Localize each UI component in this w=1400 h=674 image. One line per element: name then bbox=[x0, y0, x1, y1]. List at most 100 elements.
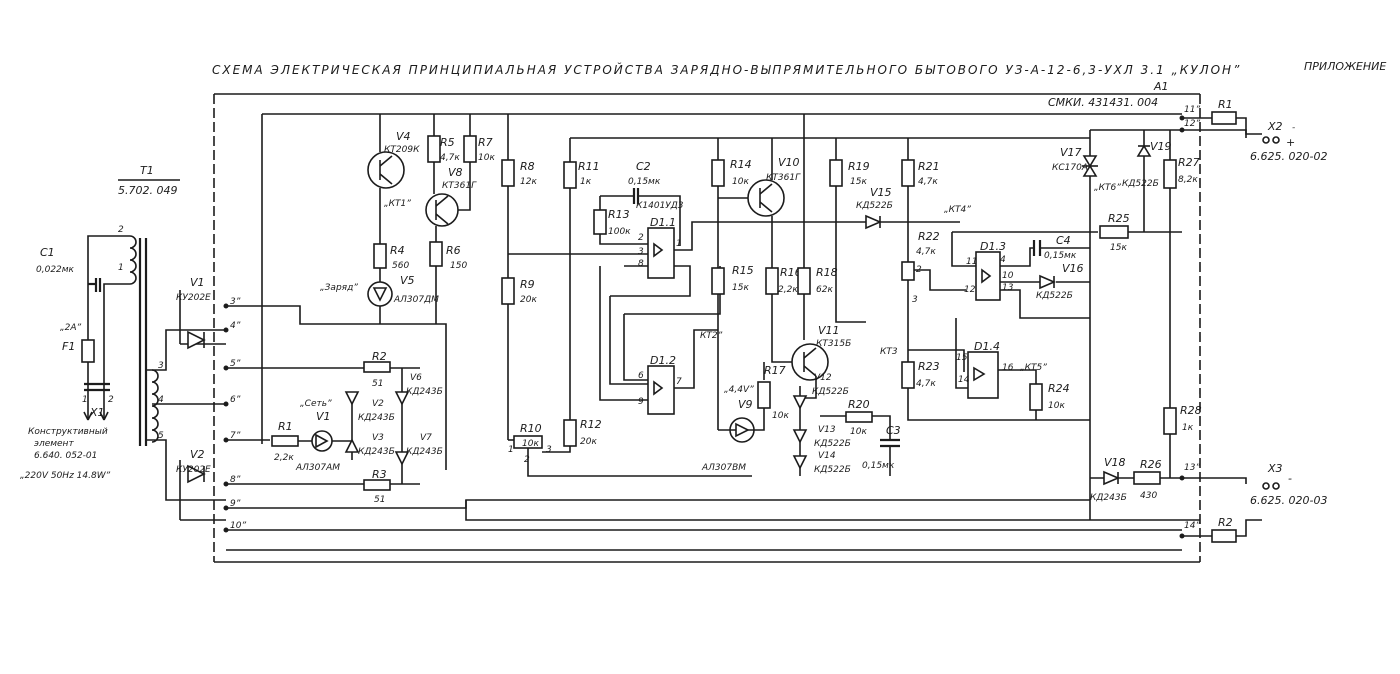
svg-text:10к: 10к bbox=[772, 411, 789, 421]
svg-text:9”: 9” bbox=[230, 499, 241, 509]
svg-text:62к: 62к bbox=[816, 285, 833, 295]
svg-text:R13: R13 bbox=[608, 208, 630, 221]
svg-text:„КТ5”: „КТ5” bbox=[1020, 363, 1047, 373]
svg-text:1к: 1к bbox=[1182, 423, 1194, 433]
svg-text:V13: V13 bbox=[818, 425, 836, 435]
svg-text:R2: R2 bbox=[372, 350, 387, 363]
svg-text:0,15мк: 0,15мк bbox=[628, 177, 661, 187]
transformer-t1: T1 5.702. 049 2 1 3 4 5 bbox=[118, 164, 180, 446]
svg-text:КД243Б: КД243Б bbox=[358, 447, 395, 457]
svg-text:КУ202Е: КУ202Е bbox=[176, 465, 211, 475]
svg-text:6.625. 020-02: 6.625. 020-02 bbox=[1250, 150, 1327, 163]
svg-text:1: 1 bbox=[118, 263, 124, 273]
svg-text:14”: 14” bbox=[1184, 521, 1200, 531]
svg-text:15к: 15к bbox=[1110, 243, 1127, 253]
svg-text:V12: V12 bbox=[814, 373, 832, 383]
svg-text:51: 51 bbox=[374, 495, 385, 505]
svg-text:-: - bbox=[1292, 123, 1295, 133]
svg-text:КТ361Г: КТ361Г bbox=[766, 173, 801, 183]
svg-text:„Заряд”: „Заряд” bbox=[320, 283, 358, 293]
svg-text:КД243Б: КД243Б bbox=[1090, 493, 1127, 503]
svg-text:R28: R28 bbox=[1180, 404, 1202, 417]
board-label: A1 bbox=[1153, 80, 1169, 93]
svg-text:R24: R24 bbox=[1048, 382, 1070, 395]
svg-text:КС170А: КС170А bbox=[1052, 163, 1088, 173]
svg-text:D1.2: D1.2 bbox=[650, 354, 676, 367]
left-bus bbox=[226, 113, 1200, 551]
board-pins: 3” 4” 5” 6” 7” 8” 9” 10” 11” 12” 13” 14” bbox=[223, 105, 1200, 539]
svg-text:КТ315Б: КТ315Б bbox=[816, 339, 851, 349]
svg-text:„КТ6”: „КТ6” bbox=[1094, 183, 1121, 193]
op-amp-d1-2: D1.2 6 9 7 bbox=[599, 265, 721, 415]
svg-text:Конструктивный: Конструктивный bbox=[28, 427, 108, 437]
svg-text:12: 12 bbox=[964, 285, 976, 295]
svg-text:R12: R12 bbox=[580, 418, 602, 431]
svg-text:V1: V1 bbox=[316, 410, 331, 423]
svg-text:V5: V5 bbox=[400, 274, 415, 287]
op-amp-d1-1: D1.1 К1401УД3 2 3 8 1 bbox=[624, 201, 960, 279]
svg-text:1: 1 bbox=[82, 395, 88, 405]
svg-text:R23: R23 bbox=[918, 360, 940, 373]
svg-text:10: 10 bbox=[1002, 271, 1014, 281]
svg-text:КД522Б: КД522Б bbox=[1122, 179, 1159, 189]
svg-text:11: 11 bbox=[966, 257, 977, 267]
svg-text:V8: V8 bbox=[448, 166, 463, 179]
svg-text:8”: 8” bbox=[230, 475, 241, 485]
svg-text:5.702. 049: 5.702. 049 bbox=[118, 184, 177, 197]
svg-text:100к: 100к bbox=[608, 227, 631, 237]
svg-text:V16: V16 bbox=[1062, 262, 1084, 275]
svg-text:C3: C3 bbox=[886, 424, 901, 437]
svg-text:-: - bbox=[1288, 472, 1292, 485]
svg-text:КУ202Е: КУ202Е bbox=[176, 293, 211, 303]
svg-text:R6: R6 bbox=[446, 244, 461, 257]
svg-text:R10: R10 bbox=[520, 422, 542, 435]
svg-text:F1: F1 bbox=[62, 340, 75, 353]
svg-text:15к: 15к bbox=[732, 283, 749, 293]
svg-text:0,15мк: 0,15мк bbox=[862, 461, 895, 471]
svg-text:16: 16 bbox=[1002, 363, 1014, 373]
svg-text:КТ361Г: КТ361Г bbox=[442, 181, 477, 191]
svg-text:C1: C1 bbox=[40, 246, 55, 259]
primary-circuit: C1 0,022мк „2А” F1 1 2 X1 Конструктивный… bbox=[20, 235, 130, 481]
svg-text:„КТ1”: „КТ1” bbox=[384, 199, 411, 209]
svg-text:T1: T1 bbox=[140, 164, 154, 177]
svg-text:V6: V6 bbox=[410, 373, 422, 383]
svg-text:АЛ307АМ: АЛ307АМ bbox=[295, 463, 340, 473]
svg-text:R3: R3 bbox=[372, 468, 387, 481]
svg-text:1к: 1к bbox=[580, 177, 592, 187]
voltage-divider-section: R8 12к R9 20к R10 10к 1 3 2 R11 1к R12 2… bbox=[501, 114, 1090, 477]
svg-text:R8: R8 bbox=[520, 160, 535, 173]
svg-text:R4: R4 bbox=[390, 244, 405, 257]
svg-text:КД243Б: КД243Б bbox=[358, 413, 395, 423]
appendix-label: ПРИЛОЖЕНИЕ bbox=[1304, 60, 1386, 73]
svg-text:V2: V2 bbox=[372, 399, 384, 409]
svg-text:V15: V15 bbox=[870, 186, 892, 199]
svg-text:V17: V17 bbox=[1060, 146, 1082, 159]
svg-text:2: 2 bbox=[524, 455, 530, 465]
svg-text:V7: V7 bbox=[420, 433, 432, 443]
svg-text:+: + bbox=[1286, 136, 1295, 149]
svg-text:5”: 5” bbox=[230, 359, 241, 369]
svg-text:КД243Б: КД243Б bbox=[406, 387, 443, 397]
svg-text:4,7к: 4,7к bbox=[916, 247, 936, 257]
svg-text:V2: V2 bbox=[190, 448, 205, 461]
svg-text:10к: 10к bbox=[478, 153, 495, 163]
svg-text:0,022мк: 0,022мк bbox=[36, 265, 75, 275]
svg-text:R15: R15 bbox=[732, 264, 754, 277]
svg-text:15к: 15к bbox=[850, 177, 867, 187]
svg-text:D1.3: D1.3 bbox=[980, 240, 1006, 253]
svg-text:2: 2 bbox=[108, 395, 114, 405]
svg-text:14: 14 bbox=[958, 375, 970, 385]
svg-text:3”: 3” bbox=[230, 297, 241, 307]
svg-text:5: 5 bbox=[158, 431, 164, 441]
svg-text:4,7к: 4,7к bbox=[440, 153, 460, 163]
svg-text:R1: R1 bbox=[278, 420, 293, 433]
svg-text:R27: R27 bbox=[1178, 156, 1200, 169]
svg-text:R16: R16 bbox=[780, 266, 802, 279]
svg-text:КД243Б: КД243Б bbox=[406, 447, 443, 457]
svg-text:430: 430 bbox=[1140, 491, 1157, 501]
svg-text:V10: V10 bbox=[778, 156, 800, 169]
svg-text:„КТ4”: „КТ4” bbox=[944, 205, 971, 215]
svg-text:R1: R1 bbox=[1218, 98, 1233, 111]
svg-text:X1: X1 bbox=[89, 406, 105, 419]
